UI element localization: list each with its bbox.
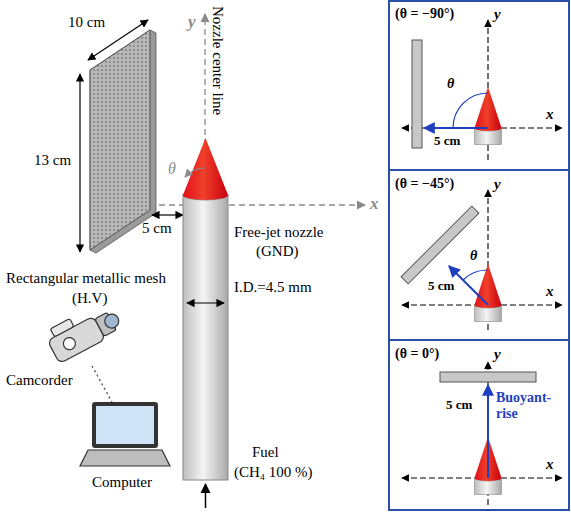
axis-label: y (494, 6, 501, 23)
axis-label: x (370, 194, 379, 214)
part-label: Rectangular metallic mesh (6, 270, 166, 287)
part-label: (GND) (256, 243, 299, 260)
part-label: (CH₄ 100 %) (234, 464, 313, 481)
axis-label: x (546, 106, 554, 123)
dimension-label: 5 cm (446, 398, 472, 413)
dimension-label: 5 cm (434, 134, 460, 149)
angle-label: θ (470, 248, 477, 264)
part-label: Camcorder (6, 372, 73, 389)
panel-title: (θ = −45°) (395, 176, 454, 192)
axis-label: x (546, 283, 554, 300)
panel-title: (θ = −90°) (395, 6, 454, 22)
part-label: Fuel (252, 444, 279, 461)
dimension-label: 5 cm (428, 279, 454, 294)
part-label: Free-jet nozzle (234, 224, 324, 241)
centerline-label: Nozzle center line (209, 6, 226, 115)
panel-title: (θ = 0°) (395, 346, 439, 362)
part-label: (H.V) (72, 290, 107, 307)
dimension-label: 13 cm (34, 152, 71, 169)
angle-label: θ (168, 160, 176, 178)
axis-label: x (546, 456, 554, 473)
axis-label: y (494, 176, 501, 193)
part-label: Computer (92, 474, 152, 491)
axis-label: y (188, 12, 196, 32)
dimension-label: I.D.=4.5 mm (234, 279, 312, 296)
flow-label: Buoyant-rise (496, 390, 560, 422)
dimension-label: 10 cm (68, 14, 105, 31)
angle-label: θ (447, 76, 454, 92)
axis-label: y (494, 346, 501, 363)
dimension-label: 5 cm (142, 220, 172, 237)
